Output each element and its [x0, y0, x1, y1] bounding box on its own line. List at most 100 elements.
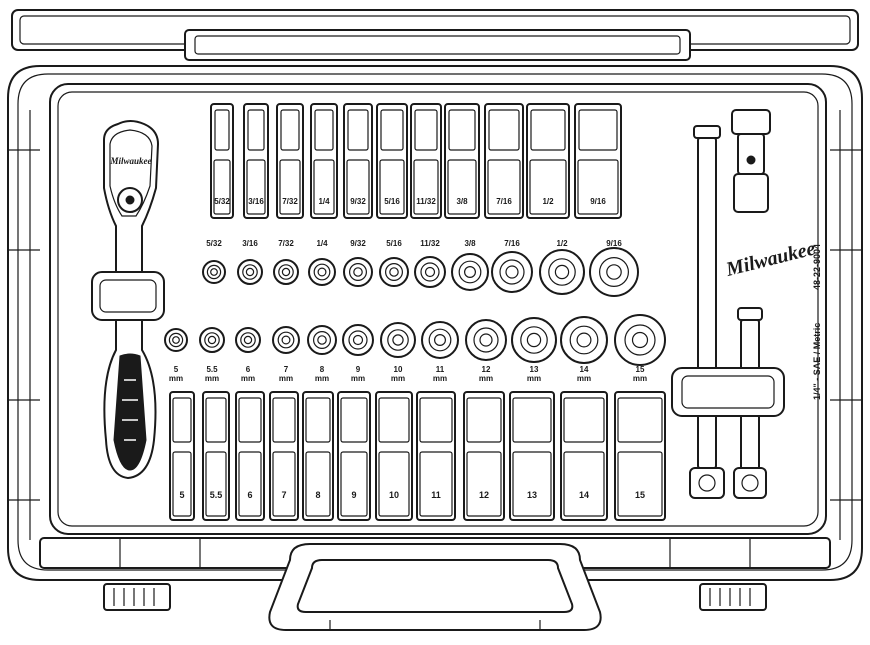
metric-deep-socket[interactable]: 7	[269, 391, 299, 521]
sae-deep-socket[interactable]: 1/2	[526, 103, 570, 219]
sae-socket[interactable]: 7/16	[491, 239, 533, 293]
metric-socket-unit: mm	[433, 374, 447, 383]
sae-deep-sockets: 5/32 3/16 7/32 1/4 9/32 5/16 11/32 3/8 7/16 1/2 9/…	[210, 103, 622, 219]
sae-deep-socket-label: 9/32	[350, 197, 366, 206]
sae-deep-socket[interactable]: 7/32	[276, 103, 304, 219]
carry-handle[interactable]	[268, 543, 602, 631]
metric-deep-socket[interactable]: 14	[560, 391, 608, 521]
metric-socket-label: 5.5	[206, 365, 218, 374]
metric-socket-row: 5mm5.5mm6mm7mm8mm9mm10mm11mm12mm13mm14mm…	[164, 314, 666, 383]
sae-deep-socket[interactable]: 9/16	[574, 103, 622, 219]
ratchet-brand-label: Milwaukee	[109, 156, 151, 166]
sae-socket[interactable]: 3/16	[237, 239, 263, 285]
metric-socket-label: 14	[580, 365, 589, 374]
metric-deep-socket-label: 9	[351, 490, 356, 500]
metric-socket-unit: mm	[351, 374, 365, 383]
sae-socket-label: 5/16	[386, 239, 402, 248]
metric-deep-socket-label: 11	[431, 490, 441, 500]
sae-deep-socket-label: 1/2	[542, 197, 554, 206]
metric-deep-socket[interactable]: 13	[509, 391, 555, 521]
metric-socket-unit: mm	[391, 374, 405, 383]
sae-socket-label: 9/16	[606, 239, 622, 248]
metric-socket-unit: mm	[169, 374, 183, 383]
metric-socket-label: 12	[482, 365, 491, 374]
universal-joint[interactable]	[731, 109, 771, 213]
metric-deep-socket-label: 7	[281, 490, 286, 500]
metric-socket-label: 8	[320, 365, 325, 374]
metric-deep-socket-label: 15	[635, 490, 645, 500]
sae-deep-socket-label: 7/16	[496, 197, 512, 206]
sae-deep-socket[interactable]: 3/8	[444, 103, 480, 219]
metric-deep-socket[interactable]: 12	[463, 391, 505, 521]
sae-deep-socket-label: 5/32	[214, 197, 230, 206]
metric-deep-socket-label: 13	[527, 490, 537, 500]
metric-socket-label: 6	[246, 365, 251, 374]
metric-deep-socket-label: 5.5	[210, 490, 223, 500]
sae-deep-socket[interactable]: 9/32	[343, 103, 373, 219]
sae-deep-socket-label: 3/8	[456, 197, 468, 206]
sae-socket[interactable]: 5/16	[379, 239, 409, 287]
sae-deep-socket[interactable]: 5/16	[376, 103, 408, 219]
sae-deep-socket-label: 5/16	[384, 197, 400, 206]
metric-deep-socket[interactable]: 9	[337, 391, 371, 521]
sae-socket-label: 7/16	[504, 239, 520, 248]
metric-socket-unit: mm	[577, 374, 591, 383]
sae-socket[interactable]: 7/32	[273, 239, 299, 285]
sae-socket-label: 11/32	[420, 239, 440, 248]
metric-socket[interactable]: 7mm	[272, 326, 300, 383]
sae-socket[interactable]: 9/32	[343, 239, 373, 287]
sae-deep-socket-label: 7/32	[282, 197, 298, 206]
metric-socket-label: 15	[636, 365, 645, 374]
sae-deep-socket-label: 9/16	[590, 197, 606, 206]
latch-left[interactable]	[103, 583, 171, 611]
extension-holder-clip	[671, 367, 785, 417]
metric-deep-socket-label: 6	[247, 490, 252, 500]
metric-socket-unit: mm	[527, 374, 541, 383]
sae-deep-socket-label: 3/16	[248, 197, 264, 206]
metric-deep-socket[interactable]: 8	[302, 391, 334, 521]
sae-deep-socket[interactable]: 1/4	[310, 103, 338, 219]
sae-socket[interactable]: 1/4	[308, 239, 336, 286]
metric-socket-unit: mm	[315, 374, 329, 383]
sae-socket[interactable]: 9/16	[589, 239, 639, 297]
sae-socket-label: 1/2	[556, 239, 568, 248]
sae-deep-socket[interactable]: 11/32	[410, 103, 442, 219]
sae-socket[interactable]: 5/32	[202, 239, 226, 284]
metric-socket-unit: mm	[205, 374, 219, 383]
metric-socket[interactable]: 9mm	[342, 324, 374, 383]
metric-deep-socket-label: 14	[579, 490, 589, 500]
metric-deep-socket[interactable]: 6	[235, 391, 265, 521]
metric-socket[interactable]: 6mm	[235, 327, 261, 383]
sae-socket[interactable]: 1/2	[539, 239, 585, 295]
sae-deep-socket[interactable]: 7/16	[484, 103, 524, 219]
metric-deep-socket[interactable]: 15	[614, 391, 666, 521]
metric-deep-socket[interactable]: 5	[169, 391, 195, 521]
case-lid	[11, 9, 859, 61]
metric-socket[interactable]: 5mm	[164, 328, 188, 383]
metric-socket-label: 13	[530, 365, 539, 374]
metric-deep-socket[interactable]: 5.5	[202, 391, 230, 521]
latch-right[interactable]	[699, 583, 767, 611]
metric-socket-label: 9	[356, 365, 361, 374]
sae-deep-socket[interactable]: 5/32	[210, 103, 234, 219]
metric-socket-label: 11	[436, 365, 445, 374]
ratchet[interactable]: Milwaukee	[91, 120, 165, 480]
sae-socket[interactable]: 3/8	[451, 239, 489, 291]
sae-socket[interactable]: 11/32	[414, 239, 446, 288]
metric-socket[interactable]: 8mm	[307, 325, 337, 383]
metric-deep-sockets: 5 5.5 6 7 8 9 10 11 12 13 14 15	[169, 391, 666, 521]
metric-deep-socket-label: 10	[389, 490, 399, 500]
sae-deep-socket[interactable]: 3/16	[243, 103, 269, 219]
metric-deep-socket[interactable]: 10	[375, 391, 413, 521]
metric-deep-socket[interactable]: 11	[416, 391, 456, 521]
metric-socket[interactable]: 5.5mm	[199, 327, 225, 383]
metric-deep-socket-label: 12	[479, 490, 489, 500]
sae-socket-label: 9/32	[350, 239, 366, 248]
